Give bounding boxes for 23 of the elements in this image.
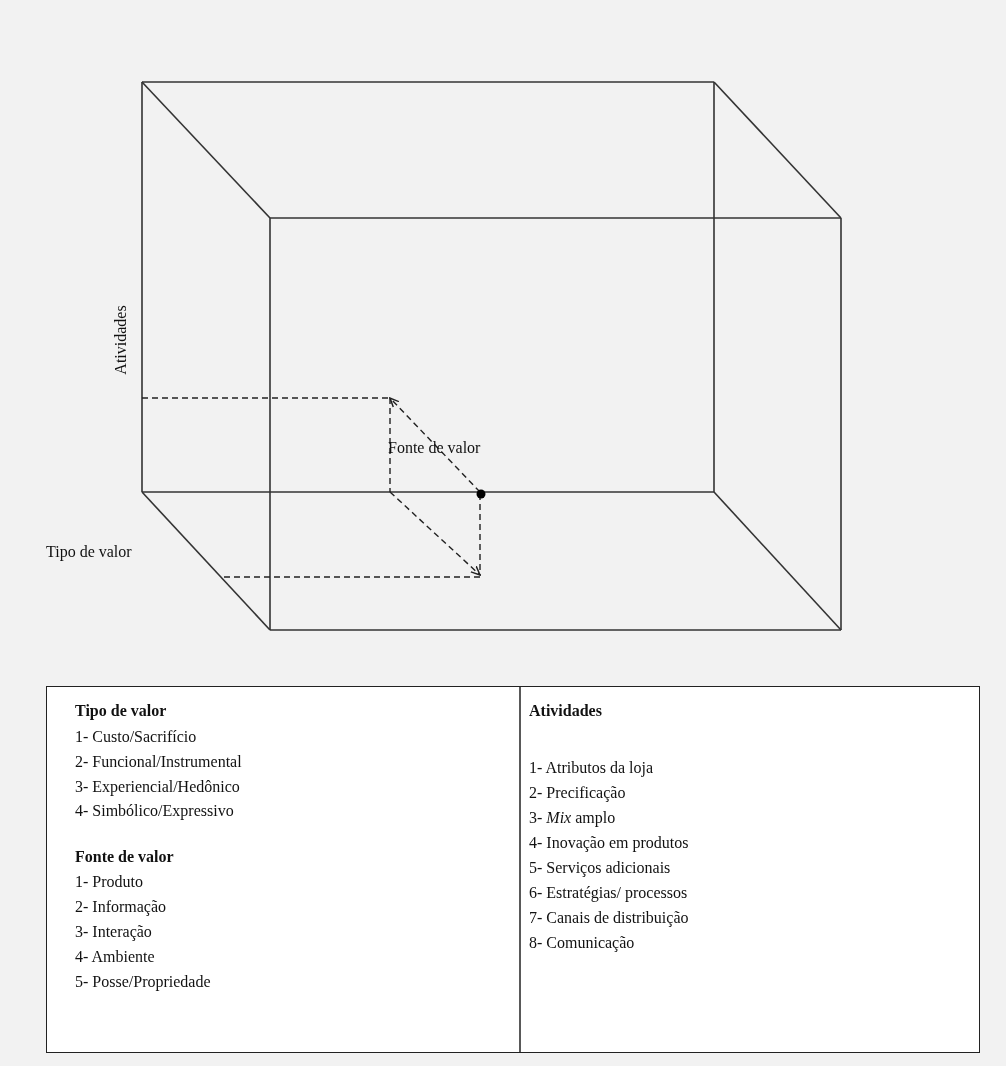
list-item: 3- Mix amplo [529, 808, 616, 828]
list-item: 2- Informação [75, 897, 167, 917]
axis-label: Atividades [110, 305, 130, 375]
list-item: 3- Interação [75, 922, 152, 942]
section-heading: Tipo de valor [75, 701, 167, 721]
list-item: 5- Posse/Propriedade [75, 972, 211, 992]
list-item: 5- Serviços adicionais [529, 858, 671, 878]
list-item: 4- Simbólico/Expressivo [75, 801, 234, 821]
list-item: 1- Custo/Sacrifício [75, 727, 197, 747]
list-item: 4- Inovação em produtos [529, 833, 689, 853]
list-item: 8- Comunicação [529, 933, 635, 953]
list-item: 3- Experiencial/Hedônico [75, 777, 240, 797]
list-item: 2- Funcional/Instrumental [75, 752, 242, 772]
list-item: 6- Estratégias/ processos [529, 883, 688, 903]
list-item: 4- Ambiente [75, 947, 155, 967]
axis-label: Fonte de valor [388, 438, 481, 458]
list-item: 1- Atributos da loja [529, 758, 653, 778]
list-item: 1- Produto [75, 872, 143, 892]
axis-label: Tipo de valor [46, 542, 132, 562]
section-heading: Atividades [529, 701, 602, 721]
section-heading: Fonte de valor [75, 847, 174, 867]
list-item: 7- Canais de distribuição [529, 908, 689, 928]
list-item: 2- Precificação [529, 783, 626, 803]
